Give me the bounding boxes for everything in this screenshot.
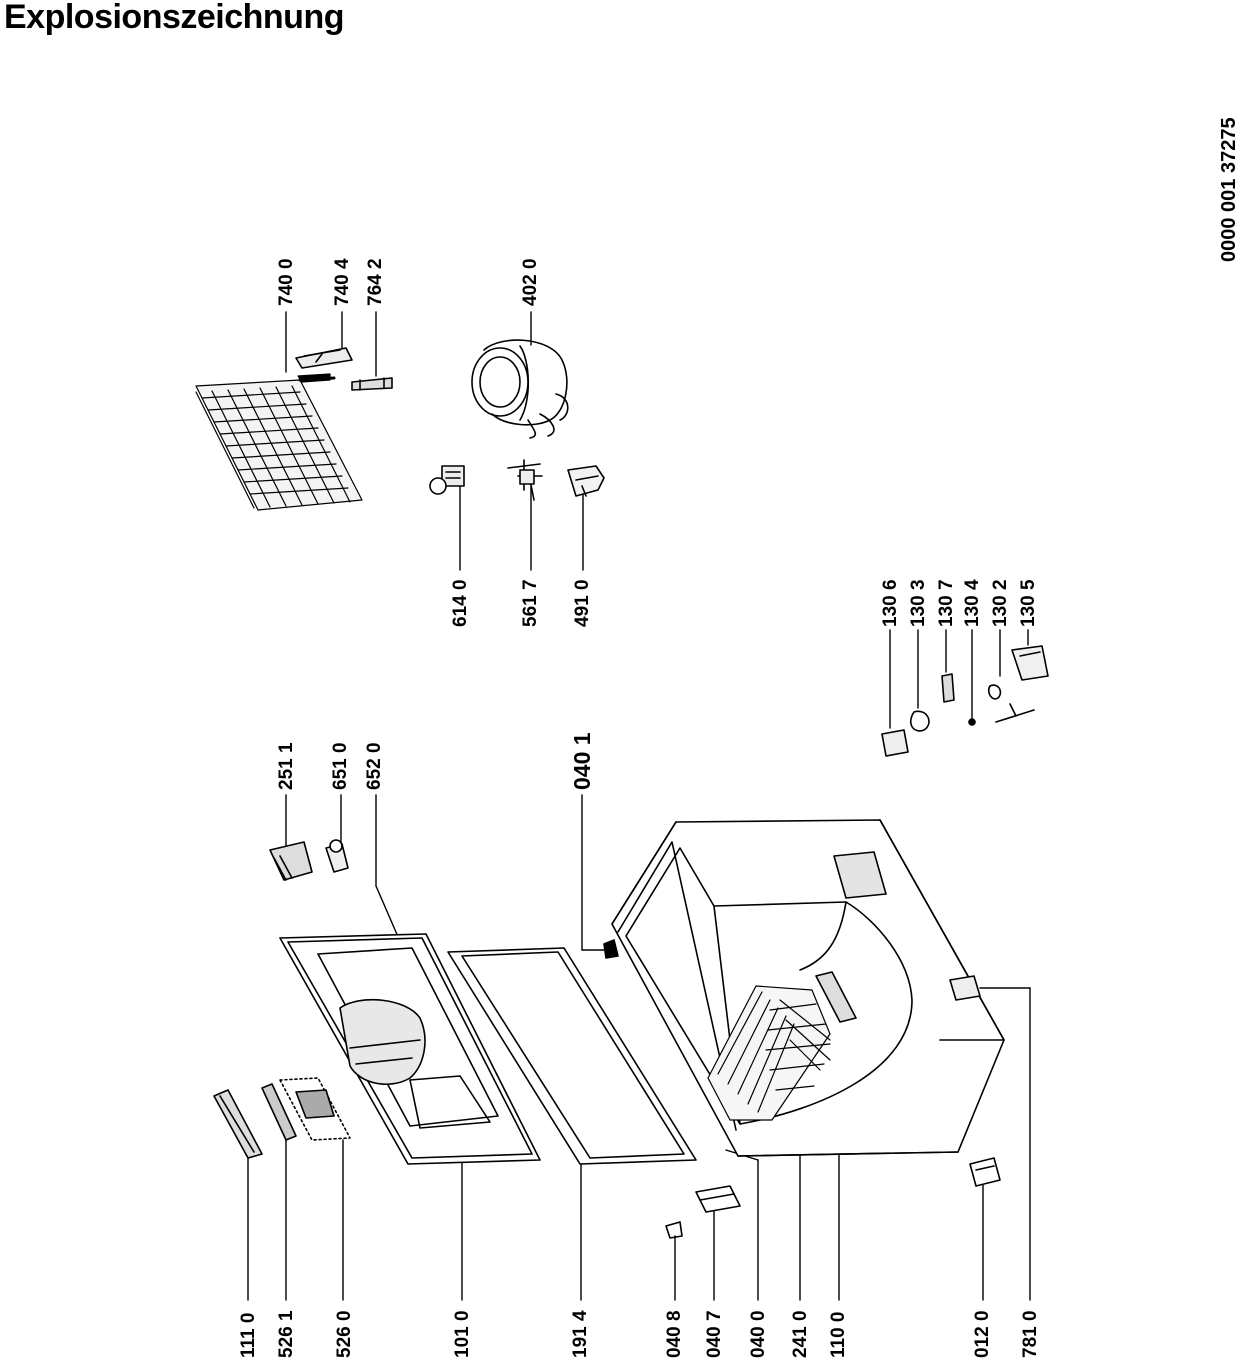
lid-handle <box>213 1089 263 1159</box>
leader-lines <box>247 311 1031 1301</box>
lamp-socket <box>325 839 349 873</box>
hinge-012-0 <box>969 1157 1001 1187</box>
lock-assembly <box>279 1077 351 1141</box>
screw <box>665 1221 683 1239</box>
lid <box>279 933 541 1165</box>
start-relay <box>429 465 465 495</box>
connector-561-7 <box>507 459 543 501</box>
hinge-781-0 <box>949 975 981 1001</box>
hinge-cover <box>695 1185 741 1213</box>
wire-basket <box>707 985 831 1121</box>
lock-cylinder <box>261 1083 297 1141</box>
relay-cover <box>567 465 605 497</box>
divider <box>815 971 857 1023</box>
condenser-coil <box>195 373 363 511</box>
page-title: Explosionszeichnung <box>4 0 344 36</box>
filter-drier <box>351 377 393 391</box>
compressor <box>471 339 569 439</box>
cabinet <box>603 819 1005 1157</box>
thermostat-parts <box>881 645 1049 757</box>
lamp-cover <box>269 841 313 881</box>
lid-gasket <box>447 947 697 1165</box>
filter-drier-bracket <box>295 347 353 369</box>
